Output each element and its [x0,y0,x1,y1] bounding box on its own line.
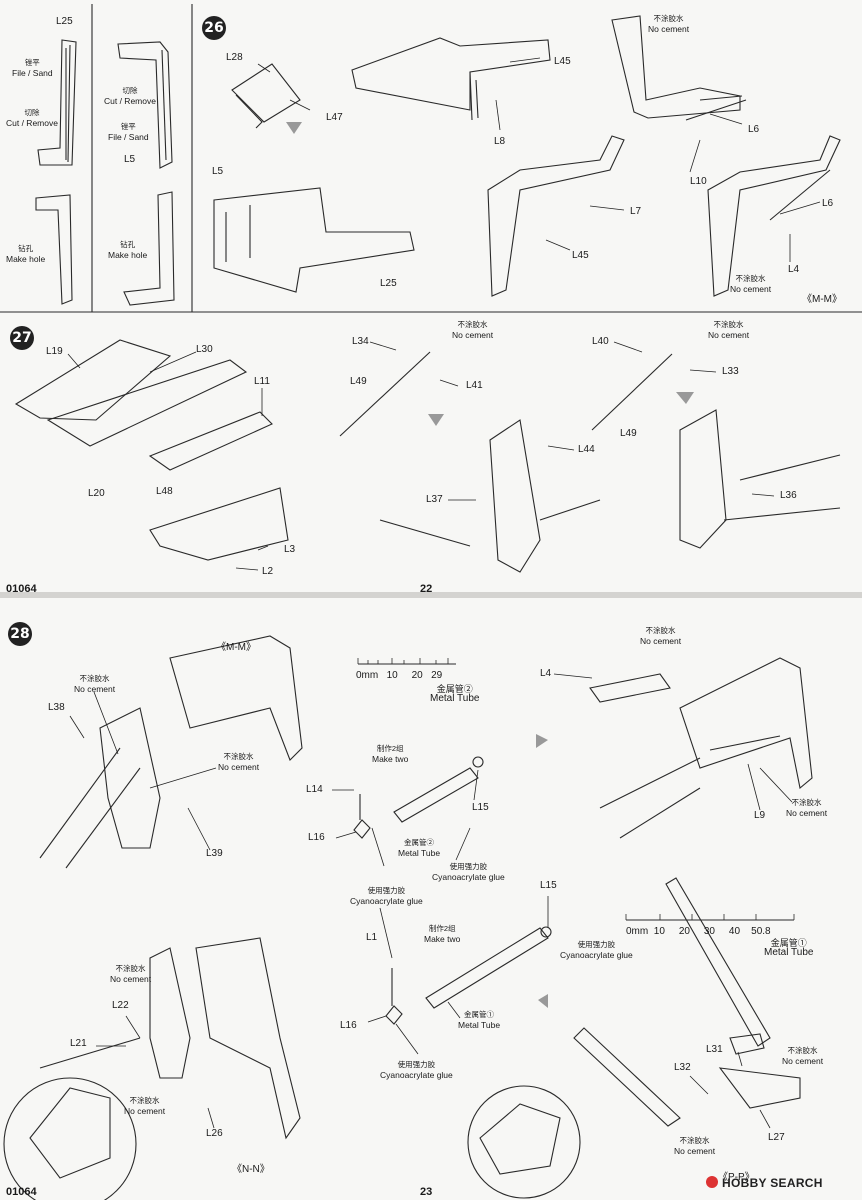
part-label-l45: L45 [554,56,571,67]
part-label-l33: L33 [722,366,739,377]
part-label-l49: L49 [350,376,367,387]
part-label-l34: L34 [352,336,369,347]
view-label-nn: 《N-N》 [232,1164,270,1175]
part-label-l1: L1 [366,932,378,943]
part-label-l15: L15 [540,880,557,891]
page22-line-art [0,4,862,573]
scale-bar-metal-tube-1: 0mm 10 20 30 40 50.8 [626,926,771,937]
part-label-l27: L27 [768,1132,785,1143]
view-label-mm: 《M-M》 [802,294,842,305]
step-number-26: 26 [202,16,226,40]
part-label-l39: L39 [206,848,223,859]
part-label-l9: L9 [754,810,766,821]
part-label-l48: L48 [156,486,173,497]
part-label-l41: L41 [466,380,483,391]
part-label-l5: L5 [124,154,136,165]
part-label-l38: L38 [48,702,65,713]
part-label-l8: L8 [494,136,506,147]
part-label-l14: L14 [306,784,323,795]
part-label-l40: L40 [592,336,609,347]
watermark-logo-icon [706,1176,718,1188]
part-label-l15: L15 [472,802,489,813]
hobby-search-watermark: HOBBY SEARCH [706,1176,823,1190]
part-label-l16: L16 [340,1020,357,1031]
part-label-l31: L31 [706,1044,723,1055]
part-label-l4: L4 [540,668,552,679]
part-label-l5: L5 [212,166,224,177]
part-label-l11: L11 [254,376,270,387]
part-label-l6: L6 [748,124,760,135]
part-label-l26: L26 [206,1128,223,1139]
part-label-l28: L28 [226,52,243,63]
part-label-l20: L20 [88,488,105,499]
part-label-l21: L21 [70,1038,87,1049]
part-label-l44: L44 [578,444,595,455]
page23-line-art [3,635,813,1200]
part-label-l10: L10 [690,176,707,187]
view-label-mm: 《M-M》 [216,642,256,653]
scale-bar-metal-tube-2: 0mm 10 20 29 [356,670,443,681]
part-label-l32: L32 [674,1062,691,1073]
part-label-l25: L25 [56,16,73,27]
step-number-27: 27 [10,326,34,350]
part-label-l47: L47 [326,112,343,123]
part-label-l16: L16 [308,832,325,843]
part-label-l22: L22 [112,1000,129,1011]
part-label-l3: L3 [284,544,296,555]
page-gap [0,592,862,598]
view-label-pp: 《P-P》 [718,1172,755,1183]
part-label-l4: L4 [788,264,800,275]
part-label-l25: L25 [380,278,397,289]
step-number-28: 28 [8,622,32,646]
part-label-l49: L49 [620,428,637,439]
part-label-l45: L45 [572,250,589,261]
page-number: 23 [420,1186,433,1198]
product-code-footer: 01064 [6,1186,37,1198]
part-label-l37: L37 [426,494,443,505]
part-label-l6: L6 [822,198,834,209]
part-label-l36: L36 [780,490,797,501]
part-label-l30: L30 [196,344,213,355]
part-label-l2: L2 [262,566,274,577]
part-label-l19: L19 [46,346,63,357]
part-label-l7: L7 [630,206,642,217]
